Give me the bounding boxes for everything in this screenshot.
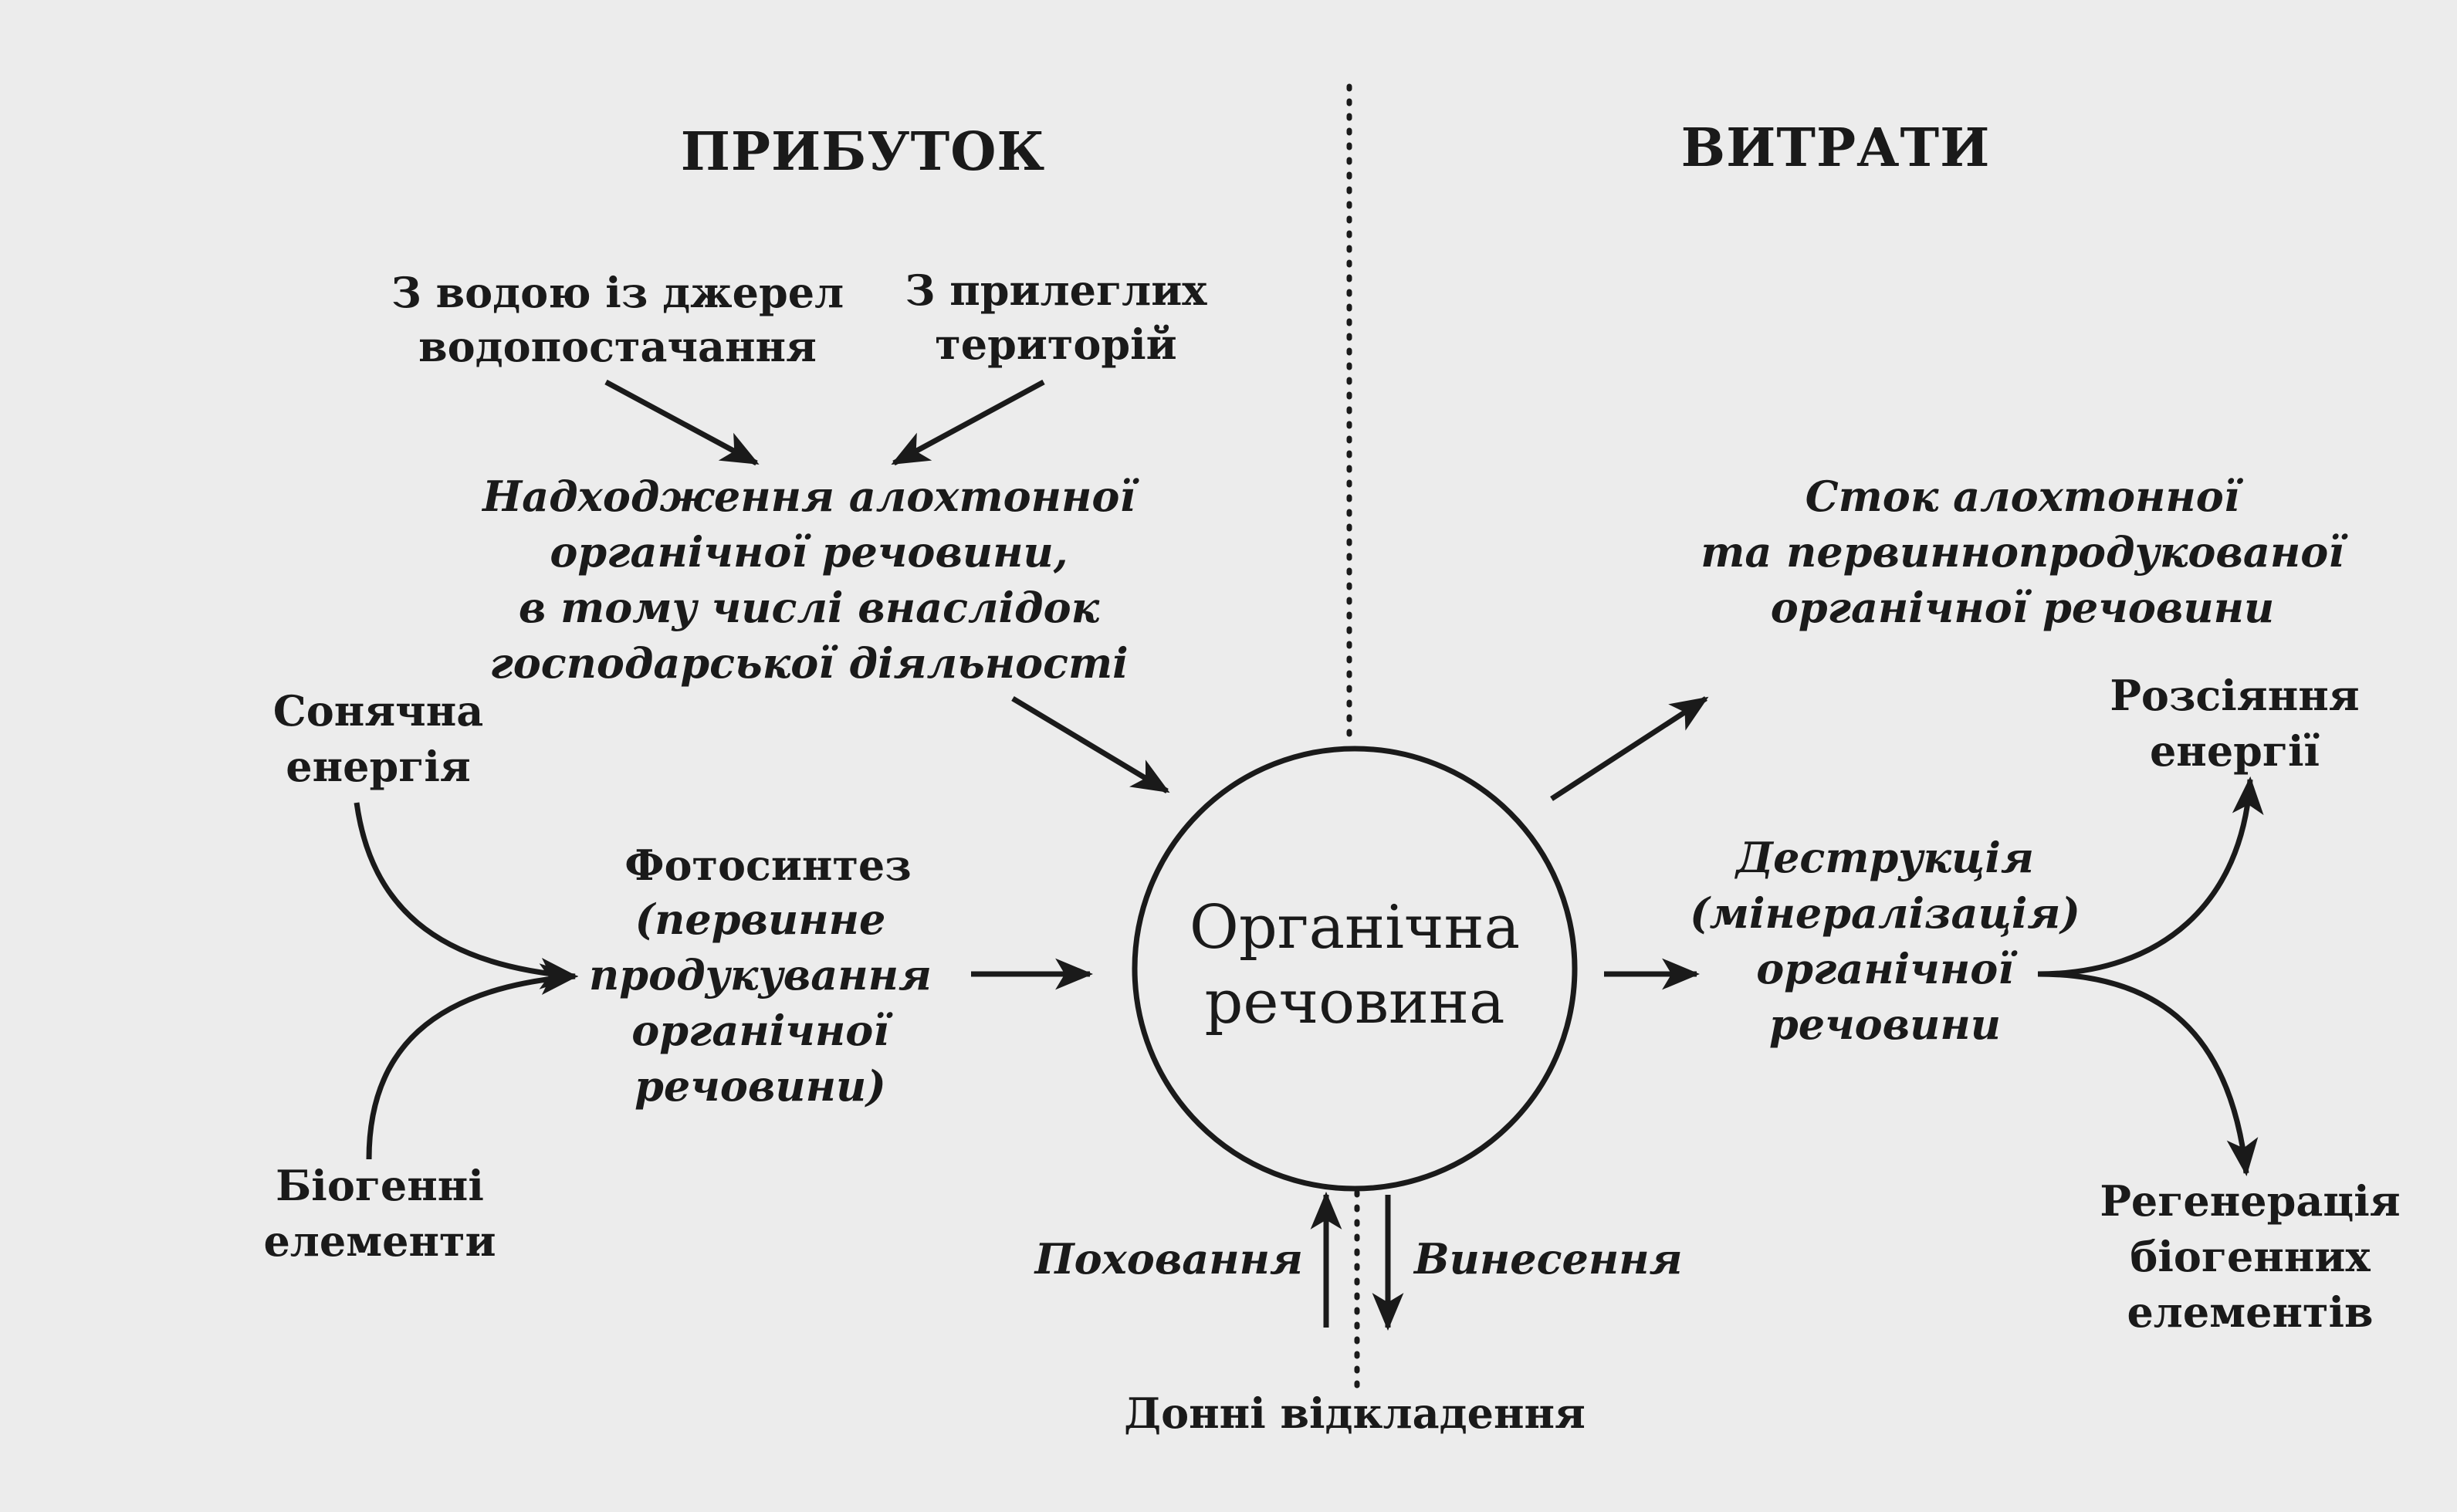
arrow-water-sources-to-input — [604, 379, 760, 466]
adjacent-territories-line1: З прилеглих — [905, 266, 1208, 315]
arrow-nutrients-to-photosynthesis — [366, 963, 579, 1160]
adjacent-territories-line2: територій — [935, 320, 1176, 369]
bottom-sediments-label: Донні відкладення — [1124, 1389, 1586, 1438]
organic-matter-node — [1132, 746, 1578, 1192]
arrow-input-to-organic-matter — [1011, 695, 1170, 794]
regeneration-line1: Регенерація — [2100, 1176, 2400, 1226]
destruction-line3: органічної — [1756, 944, 2018, 993]
allochthonous-input-line3: в тому числі внаслідок — [519, 583, 1100, 632]
destruction-line4: речовини — [1769, 1000, 2001, 1049]
biogenic-elements-line1: Біогенні — [276, 1161, 484, 1210]
regeneration-line2: біогенних — [2130, 1232, 2371, 1281]
energy-dissipation-line2: енергії — [2150, 726, 2320, 776]
photosynthesis-title: Фотосинтез — [624, 841, 911, 890]
photosynthesis-detail-line3: органічної — [631, 1006, 893, 1055]
arrow-organic-matter-to-runoff — [1550, 696, 1709, 801]
arrow-solar-to-photosynthesis — [354, 802, 579, 989]
allochthonous-input-line1: Надходження алохтонної — [481, 472, 1139, 521]
runoff-line3: органічної речовини — [1771, 583, 2274, 632]
organic-matter-label-line2: речовина — [1204, 968, 1504, 1037]
runoff-line2: та первиннопродукованої — [1701, 527, 2348, 577]
solar-energy-line1: Сонячна — [273, 686, 483, 736]
water-sources-line1: З водою із джерел — [391, 268, 844, 317]
income-heading: ПРИБУТОК — [681, 121, 1046, 183]
allochthonous-input-line2: органічної речовини, — [550, 527, 1068, 577]
water-sources-line2: водопостачання — [418, 322, 817, 371]
photosynthesis-detail-line2: продукування — [589, 950, 932, 1000]
solar-energy-line2: енергія — [286, 742, 471, 791]
expenses-heading: ВИТРАТИ — [1681, 117, 1991, 179]
arrow-destruction-to-regeneration — [2037, 971, 2259, 1177]
biogenic-elements-line2: елементи — [263, 1216, 496, 1266]
organic-matter-label-line1: Органічна — [1190, 893, 1520, 962]
destruction-line2: (мінералізація) — [1690, 888, 2080, 938]
arrow-destruction-to-dissipation — [2037, 776, 2264, 977]
destruction-line1: Деструкція — [1734, 833, 2034, 882]
removal-label: Винесення — [1413, 1234, 1683, 1284]
allochthonous-input-line4: господарської діяльності — [489, 638, 1128, 688]
arrow-adjacent-to-input — [891, 379, 1045, 466]
burial-label: Поховання — [1034, 1234, 1303, 1284]
photosynthesis-detail-line1: (первинне — [635, 895, 886, 944]
regeneration-line3: елементів — [2127, 1287, 2373, 1337]
photosynthesis-detail-line4: речовини) — [635, 1061, 886, 1111]
energy-dissipation-line1: Розсіяння — [2110, 671, 2359, 720]
runoff-line1: Сток алохтонної — [1806, 472, 2244, 521]
